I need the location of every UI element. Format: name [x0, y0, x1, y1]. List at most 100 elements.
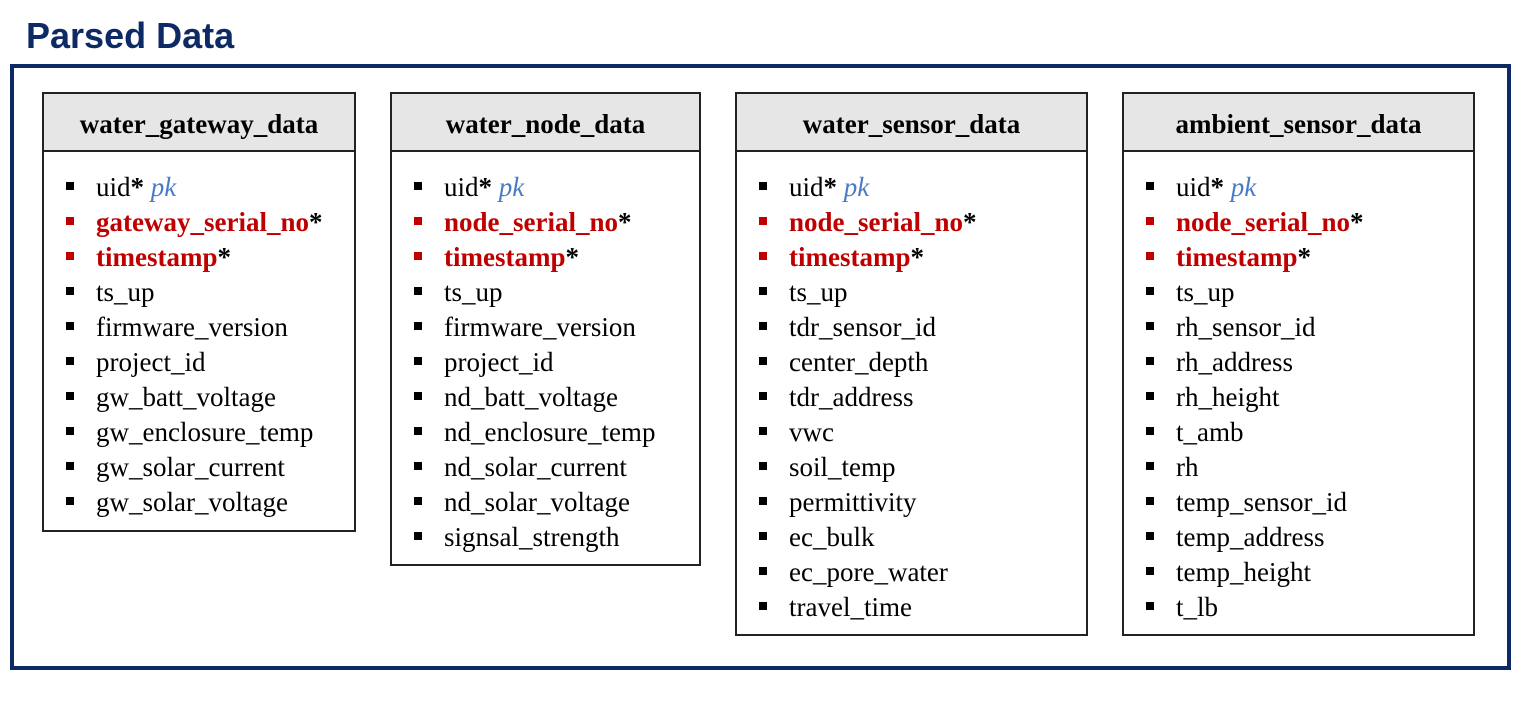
square-bullet-icon [759, 532, 767, 540]
square-bullet-icon [759, 357, 767, 365]
field-row: uid* pk [1144, 170, 1473, 205]
square-bullet-icon [759, 602, 767, 610]
square-bullet-icon [414, 462, 422, 470]
field-row: ts_up [412, 275, 699, 310]
field-name: t_amb [1176, 417, 1244, 447]
field-name: rh [1176, 452, 1199, 482]
field-row: project_id [412, 345, 699, 380]
square-bullet-icon [1146, 357, 1154, 365]
field-name: nd_solar_current [444, 452, 627, 482]
field-row: rh_address [1144, 345, 1473, 380]
field-name: node_serial_no [444, 207, 619, 237]
square-bullet-icon [414, 357, 422, 365]
field-name: ts_up [789, 277, 848, 307]
field-row: temp_height [1144, 555, 1473, 590]
field-row: tdr_sensor_id [757, 310, 1086, 345]
field-name: project_id [444, 347, 554, 377]
square-bullet-icon [1146, 427, 1154, 435]
square-bullet-icon [759, 322, 767, 330]
square-bullet-icon [759, 182, 767, 190]
field-name: soil_temp [789, 452, 896, 482]
square-bullet-icon [66, 427, 74, 435]
field-row: t_amb [1144, 415, 1473, 450]
field-name: uid [1176, 172, 1211, 202]
field-row: timestamp* [757, 240, 1086, 275]
field-name: uid [444, 172, 479, 202]
field-row: travel_time [757, 590, 1086, 625]
square-bullet-icon [1146, 497, 1154, 505]
field-row: nd_enclosure_temp [412, 415, 699, 450]
field-name: ts_up [96, 277, 155, 307]
field-row: timestamp* [64, 240, 354, 275]
field-name: ec_bulk [789, 522, 875, 552]
required-marker: * [963, 207, 977, 237]
required-marker: * [823, 172, 838, 202]
field-name: gw_solar_voltage [96, 487, 288, 517]
primary-key-tag: pk [843, 172, 870, 202]
field-name: gateway_serial_no [96, 207, 309, 237]
field-name: permittivity [789, 487, 917, 517]
field-row: center_depth [757, 345, 1086, 380]
square-bullet-icon [1146, 182, 1154, 190]
field-name: node_serial_no [1176, 207, 1351, 237]
field-row: ts_up [1144, 275, 1473, 310]
square-bullet-icon [414, 532, 422, 540]
field-name: ts_up [1176, 277, 1235, 307]
field-row: gw_batt_voltage [64, 380, 354, 415]
square-bullet-icon [1146, 322, 1154, 330]
field-row: gw_enclosure_temp [64, 415, 354, 450]
primary-key-tag: pk [1230, 172, 1257, 202]
field-row: nd_solar_voltage [412, 485, 699, 520]
field-row: nd_solar_current [412, 450, 699, 485]
square-bullet-icon [414, 287, 422, 295]
primary-key-tag: pk [498, 172, 525, 202]
square-bullet-icon [1146, 217, 1154, 225]
field-row: project_id [64, 345, 354, 380]
square-bullet-icon [1146, 252, 1154, 260]
field-name: gw_batt_voltage [96, 382, 276, 412]
field-name: temp_address [1176, 522, 1325, 552]
square-bullet-icon [759, 567, 767, 575]
field-row: ec_bulk [757, 520, 1086, 555]
field-row: ts_up [64, 275, 354, 310]
field-row: firmware_version [64, 310, 354, 345]
field-name: node_serial_no [789, 207, 964, 237]
field-row: node_serial_no* [757, 205, 1086, 240]
square-bullet-icon [414, 252, 422, 260]
field-row: permittivity [757, 485, 1086, 520]
field-name: firmware_version [444, 312, 636, 342]
square-bullet-icon [414, 497, 422, 505]
square-bullet-icon [66, 217, 74, 225]
square-bullet-icon [759, 497, 767, 505]
field-name: nd_solar_voltage [444, 487, 630, 517]
square-bullet-icon [414, 182, 422, 190]
square-bullet-icon [414, 427, 422, 435]
square-bullet-icon [66, 322, 74, 330]
field-name: ec_pore_water [789, 557, 948, 587]
field-row: node_serial_no* [412, 205, 699, 240]
field-row: uid* pk [757, 170, 1086, 205]
field-name: project_id [96, 347, 206, 377]
field-name: rh_height [1176, 382, 1280, 412]
field-row: rh_height [1144, 380, 1473, 415]
field-name: temp_height [1176, 557, 1311, 587]
square-bullet-icon [66, 182, 74, 190]
field-name: firmware_version [96, 312, 288, 342]
field-name: ts_up [444, 277, 503, 307]
square-bullet-icon [759, 392, 767, 400]
diagram-frame [10, 64, 1511, 670]
field-row: gw_solar_voltage [64, 485, 354, 520]
square-bullet-icon [1146, 287, 1154, 295]
required-marker: * [1297, 242, 1311, 272]
field-name: nd_batt_voltage [444, 382, 618, 412]
square-bullet-icon [1146, 602, 1154, 610]
field-row: signsal_strength [412, 520, 699, 555]
field-row: ts_up [757, 275, 1086, 310]
page-title: Parsed Data [26, 15, 235, 56]
field-name: center_depth [789, 347, 929, 377]
